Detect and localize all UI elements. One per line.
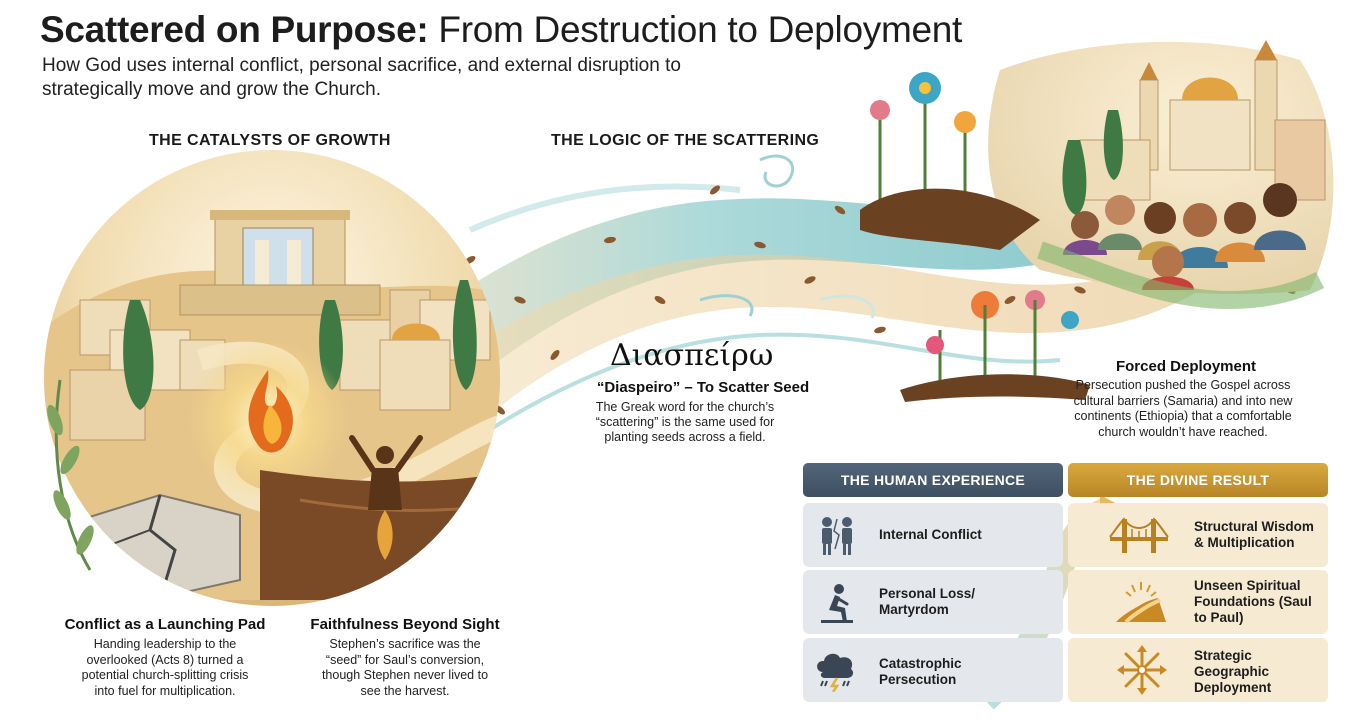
- section-heading-logic: THE LOGIC OF THE SCATTERING: [551, 132, 820, 149]
- human-row-persecution: Catastrophic Persecution: [803, 638, 1063, 702]
- human-row-label: Personal Loss/ Martyrdom: [879, 586, 976, 617]
- caption-conflict-text: Handing leadership to the overlooked (Ac…: [81, 637, 249, 698]
- flame-symbol: [248, 370, 293, 453]
- greek-word: Διασπείρω: [610, 338, 774, 373]
- human-experience-header: THE HUMAN EXPERIENCE: [803, 463, 1063, 497]
- divine-row-geographic-deployment: Strategic Geographic Deployment: [1068, 638, 1328, 702]
- caption-faithfulness-title: Faithfulness Beyond Sight: [310, 616, 500, 633]
- divine-row-label: Unseen Spiritual Foundations (Saul to Pa…: [1194, 578, 1312, 625]
- bridge-icon: [1109, 517, 1169, 553]
- human-row-label: Catastrophic Persecution: [879, 656, 962, 687]
- caption-deployment-title: Forced Deployment: [1115, 358, 1257, 375]
- page-subtitle: How God uses internal conflict, personal…: [42, 55, 681, 100]
- caption-deployment-text: Persecution pushed the Gospel across cul…: [1073, 378, 1293, 439]
- divine-row-structural-wisdom: Structural Wisdom & Multiplication: [1068, 503, 1328, 567]
- divine-result-header: THE DIVINE RESULT: [1068, 463, 1328, 497]
- path-light-icon: [1116, 582, 1166, 624]
- caption-faithfulness-text: Stephen’s sacrifice was the “seed” for S…: [321, 637, 489, 698]
- jerusalem-circle-illustration: [44, 150, 500, 606]
- compass-arrows-icon: [1117, 645, 1167, 695]
- divine-row-label: Structural Wisdom & Multiplication: [1194, 519, 1314, 550]
- divine-row-unseen-foundations: Unseen Spiritual Foundations (Saul to Pa…: [1068, 570, 1328, 634]
- divine-row-label: Strategic Geographic Deployment: [1194, 648, 1272, 695]
- page-title-rest: From Destruction to Deployment: [428, 9, 963, 50]
- page-title-bold: Scattered on Purpose:: [40, 9, 429, 50]
- greek-heading: “Diaspeiro” – To Scatter Seed: [596, 379, 810, 396]
- stephen-figure: [349, 435, 423, 560]
- page-title: Scattered on Purpose: From Destruction t…: [40, 8, 962, 52]
- greek-description: The Greak word for the church’s “scatter…: [595, 400, 775, 444]
- kneeling-person-icon: [821, 584, 853, 623]
- deployment-city-illustration: [860, 40, 1334, 402]
- caption-conflict-title: Conflict as a Launching Pad: [64, 616, 266, 633]
- storm-cloud-icon: [817, 653, 854, 692]
- diverse-people-group: [1063, 183, 1306, 290]
- section-heading-catalysts: THE CATALYSTS OF GROWTH: [149, 132, 391, 149]
- temple-building: [179, 210, 381, 316]
- human-row-label: Internal Conflict: [879, 527, 982, 542]
- two-people-conflict-icon: [822, 517, 852, 555]
- human-row-personal-loss: Personal Loss/ Martyrdom: [803, 570, 1063, 634]
- human-row-internal-conflict: Internal Conflict: [803, 503, 1063, 567]
